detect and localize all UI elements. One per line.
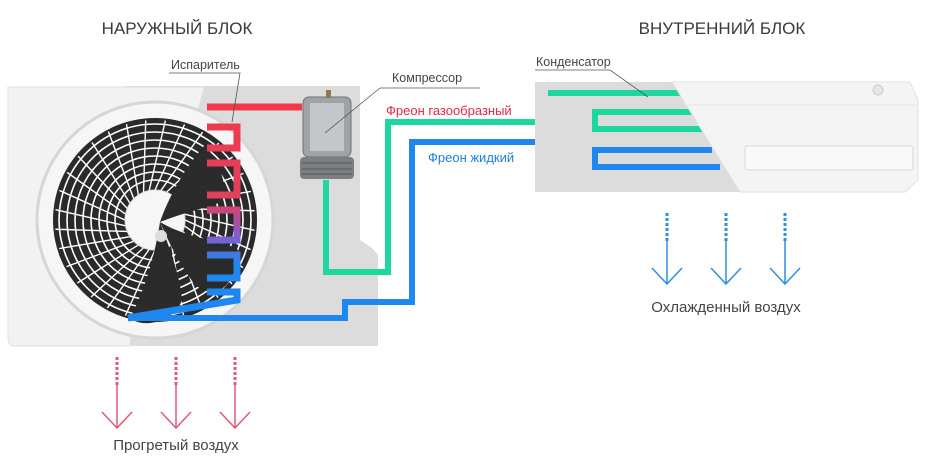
leader-lines — [169, 69, 649, 134]
cool-air-label: Охлажденный воздух — [651, 299, 801, 316]
warm-air-arrow-icon — [219, 357, 251, 430]
cool-air-arrow-icon — [769, 213, 801, 286]
indoor-unit-title: ВНУТРЕННИЙ БЛОК — [639, 19, 806, 38]
outdoor-unit-title: НАРУЖНЫЙ БЛОК — [102, 19, 253, 38]
warm-air-label: Прогретый воздух — [113, 437, 239, 454]
indoor-unit-body — [671, 81, 919, 193]
condenser-label: Конденсатор — [536, 55, 611, 69]
cool-air-arrow-icon — [651, 213, 683, 286]
evaporator-coil — [127, 103, 302, 322]
condenser-coil-gas — [592, 109, 712, 132]
compressor-label: Компрессор — [392, 71, 462, 85]
gas-freon-label: Фреон газообразный — [386, 103, 512, 118]
cool-air-arrow-icon — [710, 213, 742, 286]
liquid-freon-label: Фреон жидкий — [428, 150, 514, 165]
warm-air-arrow-icon — [160, 357, 192, 430]
compressor-icon — [300, 90, 354, 179]
condenser-coil-liquid — [592, 147, 720, 170]
warm-air-arrow-icon — [101, 357, 133, 430]
evaporator-label: Испаритель — [171, 58, 240, 72]
